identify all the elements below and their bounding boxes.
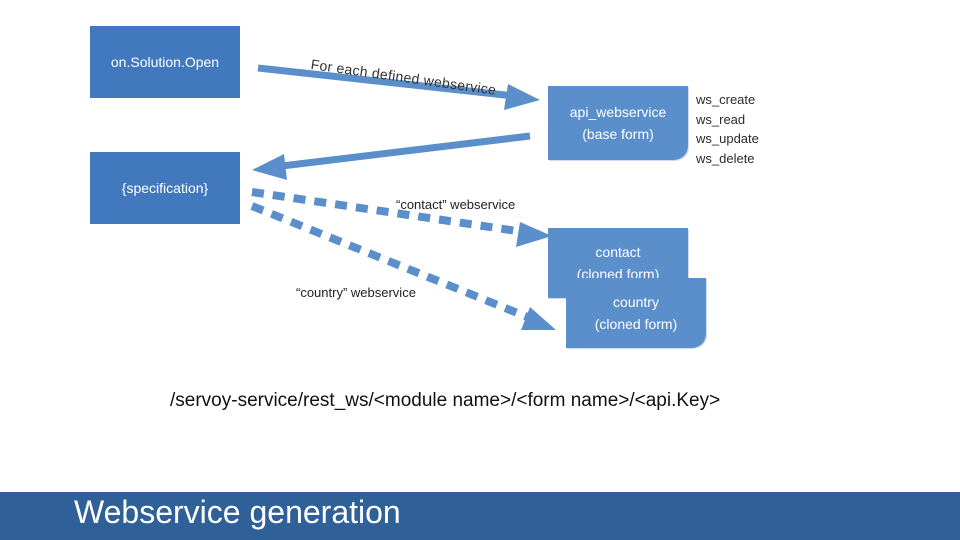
node-api-webservice: api_webservice (base form) <box>548 86 688 160</box>
arrow-spec-to-country <box>250 202 556 330</box>
node-label-line2: (base form) <box>582 126 654 142</box>
node-on-solution-open: on.Solution.Open <box>90 26 240 98</box>
node-specification: {specification} <box>90 152 240 224</box>
node-label-line1: country <box>613 294 659 310</box>
node-country: country (cloned form) <box>566 278 706 348</box>
node-label-line1: api_webservice <box>569 104 667 120</box>
footer-bar <box>0 492 960 540</box>
arrow-open-to-api <box>257 64 540 110</box>
method-item: ws_delete <box>696 150 755 166</box>
arrow-spec-to-contact <box>251 188 552 247</box>
method-item: ws_read <box>696 111 746 127</box>
node-label-line1: contact <box>595 244 641 260</box>
node-label: {specification} <box>121 180 209 196</box>
arrow-api-to-spec <box>252 132 531 180</box>
method-item: ws_create <box>696 92 756 107</box>
node-label-line2: (cloned form) <box>594 316 678 332</box>
edge-label-country: “country” webservice <box>296 285 416 300</box>
url-pattern: /servoy-service/rest_ws/<module name>/<f… <box>170 390 721 411</box>
node-label: on.Solution.Open <box>110 54 220 70</box>
method-item: ws_update <box>696 131 759 146</box>
methods-list: ws_create ws_read ws_update ws_delete <box>696 90 759 168</box>
edge-label-contact: “contact” webservice <box>396 197 516 212</box>
slide-title: Webservice generation <box>74 494 401 530</box>
